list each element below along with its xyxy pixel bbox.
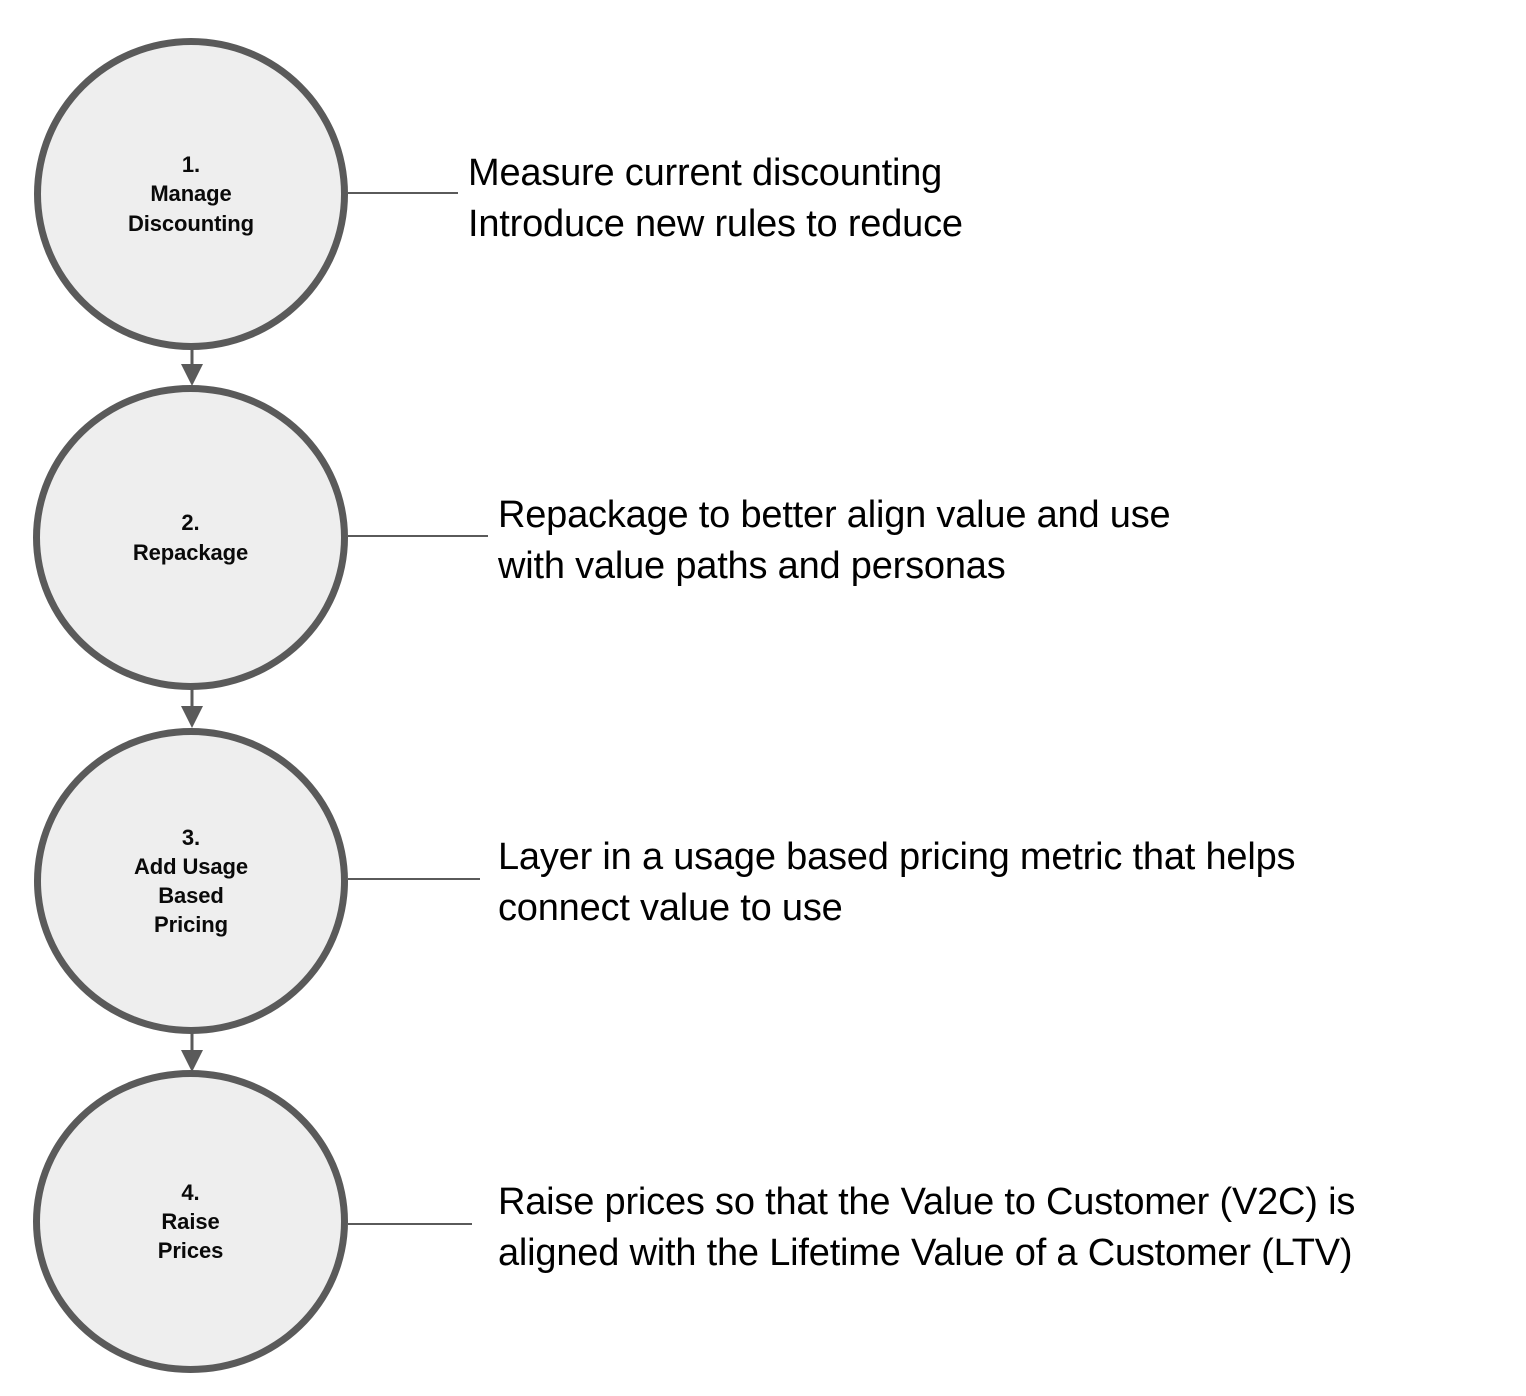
description-text-1: Measure current discounting Introduce ne…: [468, 152, 963, 245]
description-text-4: Raise prices so that the Value to Custom…: [498, 1181, 1356, 1274]
node-circle-1[interactable]: 1. Manage Discounting: [34, 38, 348, 350]
flow-arrow-1-to-2: [181, 348, 203, 386]
node-circle-4[interactable]: 4. Raise Prices: [33, 1070, 348, 1373]
node-circle-3[interactable]: 3. Add Usage Based Pricing: [34, 728, 348, 1034]
leader-line-4: [348, 1223, 472, 1225]
leader-line-3: [348, 878, 480, 880]
node-label-3: 3. Add Usage Based Pricing: [133, 824, 248, 938]
flow-arrow-3-to-4: [181, 1032, 203, 1072]
description-text-3: Layer in a usage based pricing metric th…: [498, 836, 1296, 929]
node-label-2: 2. Repackage: [132, 510, 249, 565]
node-label-1: 1. Manage Discounting: [127, 152, 254, 236]
description-text-2: Repackage to better align value and use …: [498, 494, 1171, 587]
node-circle-2[interactable]: 2. Repackage: [33, 385, 348, 690]
flow-arrow-2-to-3: [181, 688, 203, 728]
node-label-4: 4. Raise Prices: [157, 1179, 224, 1264]
leader-line-1: [348, 192, 458, 194]
leader-line-2: [348, 535, 488, 537]
